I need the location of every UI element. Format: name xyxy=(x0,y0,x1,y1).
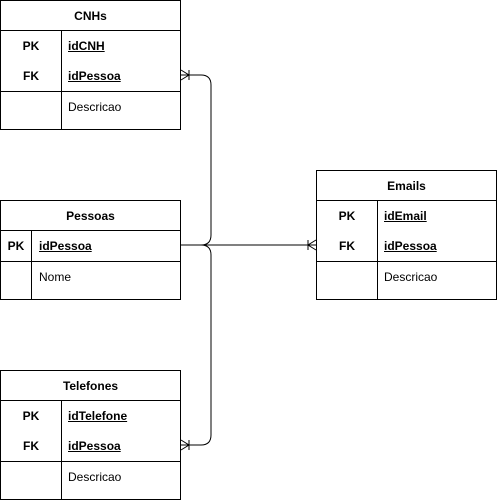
entity-telefones[interactable]: Telefones PK idTelefone FK idPessoa Desc… xyxy=(0,370,181,500)
field-idpessoa: idPessoa xyxy=(39,239,92,253)
pk-label: PK xyxy=(338,209,356,223)
entity-title: CNHs xyxy=(1,1,180,31)
fk-label: FK xyxy=(23,69,39,83)
entity-row: Descricao xyxy=(1,92,180,122)
entity-emails[interactable]: Emails PK idEmail FK idPessoa Descricao xyxy=(316,170,497,300)
entity-title: Pessoas xyxy=(1,201,180,231)
field-idpessoa: idPessoa xyxy=(68,439,121,453)
entity-row: PK idTelefone xyxy=(1,401,180,431)
pk-label: PK xyxy=(22,409,40,423)
field-descricao: Descricao xyxy=(68,100,122,114)
crows-foot-cnhs xyxy=(180,69,190,81)
entity-row: Nome xyxy=(1,262,180,292)
entity-pessoas[interactable]: Pessoas PK idPessoa Nome xyxy=(0,200,181,300)
pk-label: PK xyxy=(7,239,25,253)
entity-row: PK idPessoa xyxy=(1,231,180,262)
field-nome: Nome xyxy=(39,270,72,284)
crows-foot-emails xyxy=(307,239,317,251)
fk-label: FK xyxy=(339,239,355,253)
connector-pessoas-telefones xyxy=(181,244,212,446)
field-descricao: Descricao xyxy=(384,270,438,284)
fk-label: FK xyxy=(23,439,39,453)
entity-row: FK idPessoa xyxy=(1,431,180,462)
entity-row: PK idEmail xyxy=(317,201,496,231)
entity-row: PK idCNH xyxy=(1,31,180,61)
field-idemail: idEmail xyxy=(384,209,427,223)
field-idpessoa: idPessoa xyxy=(384,239,437,253)
entity-title: Emails xyxy=(317,171,496,201)
entity-title: Telefones xyxy=(1,371,180,401)
field-descricao: Descricao xyxy=(68,470,122,484)
entity-row: FK idPessoa xyxy=(317,231,496,262)
field-idcnh: idCNH xyxy=(68,39,105,53)
key-column-divider xyxy=(31,231,32,300)
crows-foot-telefones xyxy=(180,439,190,451)
key-column-divider xyxy=(61,401,62,500)
entity-cnhs[interactable]: CNHs PK idCNH FK idPessoa Descricao xyxy=(0,0,181,130)
key-column-divider xyxy=(377,201,378,300)
entity-row: FK idPessoa xyxy=(1,61,180,92)
entity-row: Descricao xyxy=(1,462,180,492)
key-column-divider xyxy=(61,31,62,130)
field-idpessoa: idPessoa xyxy=(68,69,121,83)
pk-label: PK xyxy=(22,39,40,53)
field-idtelefone: idTelefone xyxy=(68,409,128,423)
entity-row: Descricao xyxy=(317,262,496,292)
connector-pessoas-cnhs xyxy=(181,74,212,246)
